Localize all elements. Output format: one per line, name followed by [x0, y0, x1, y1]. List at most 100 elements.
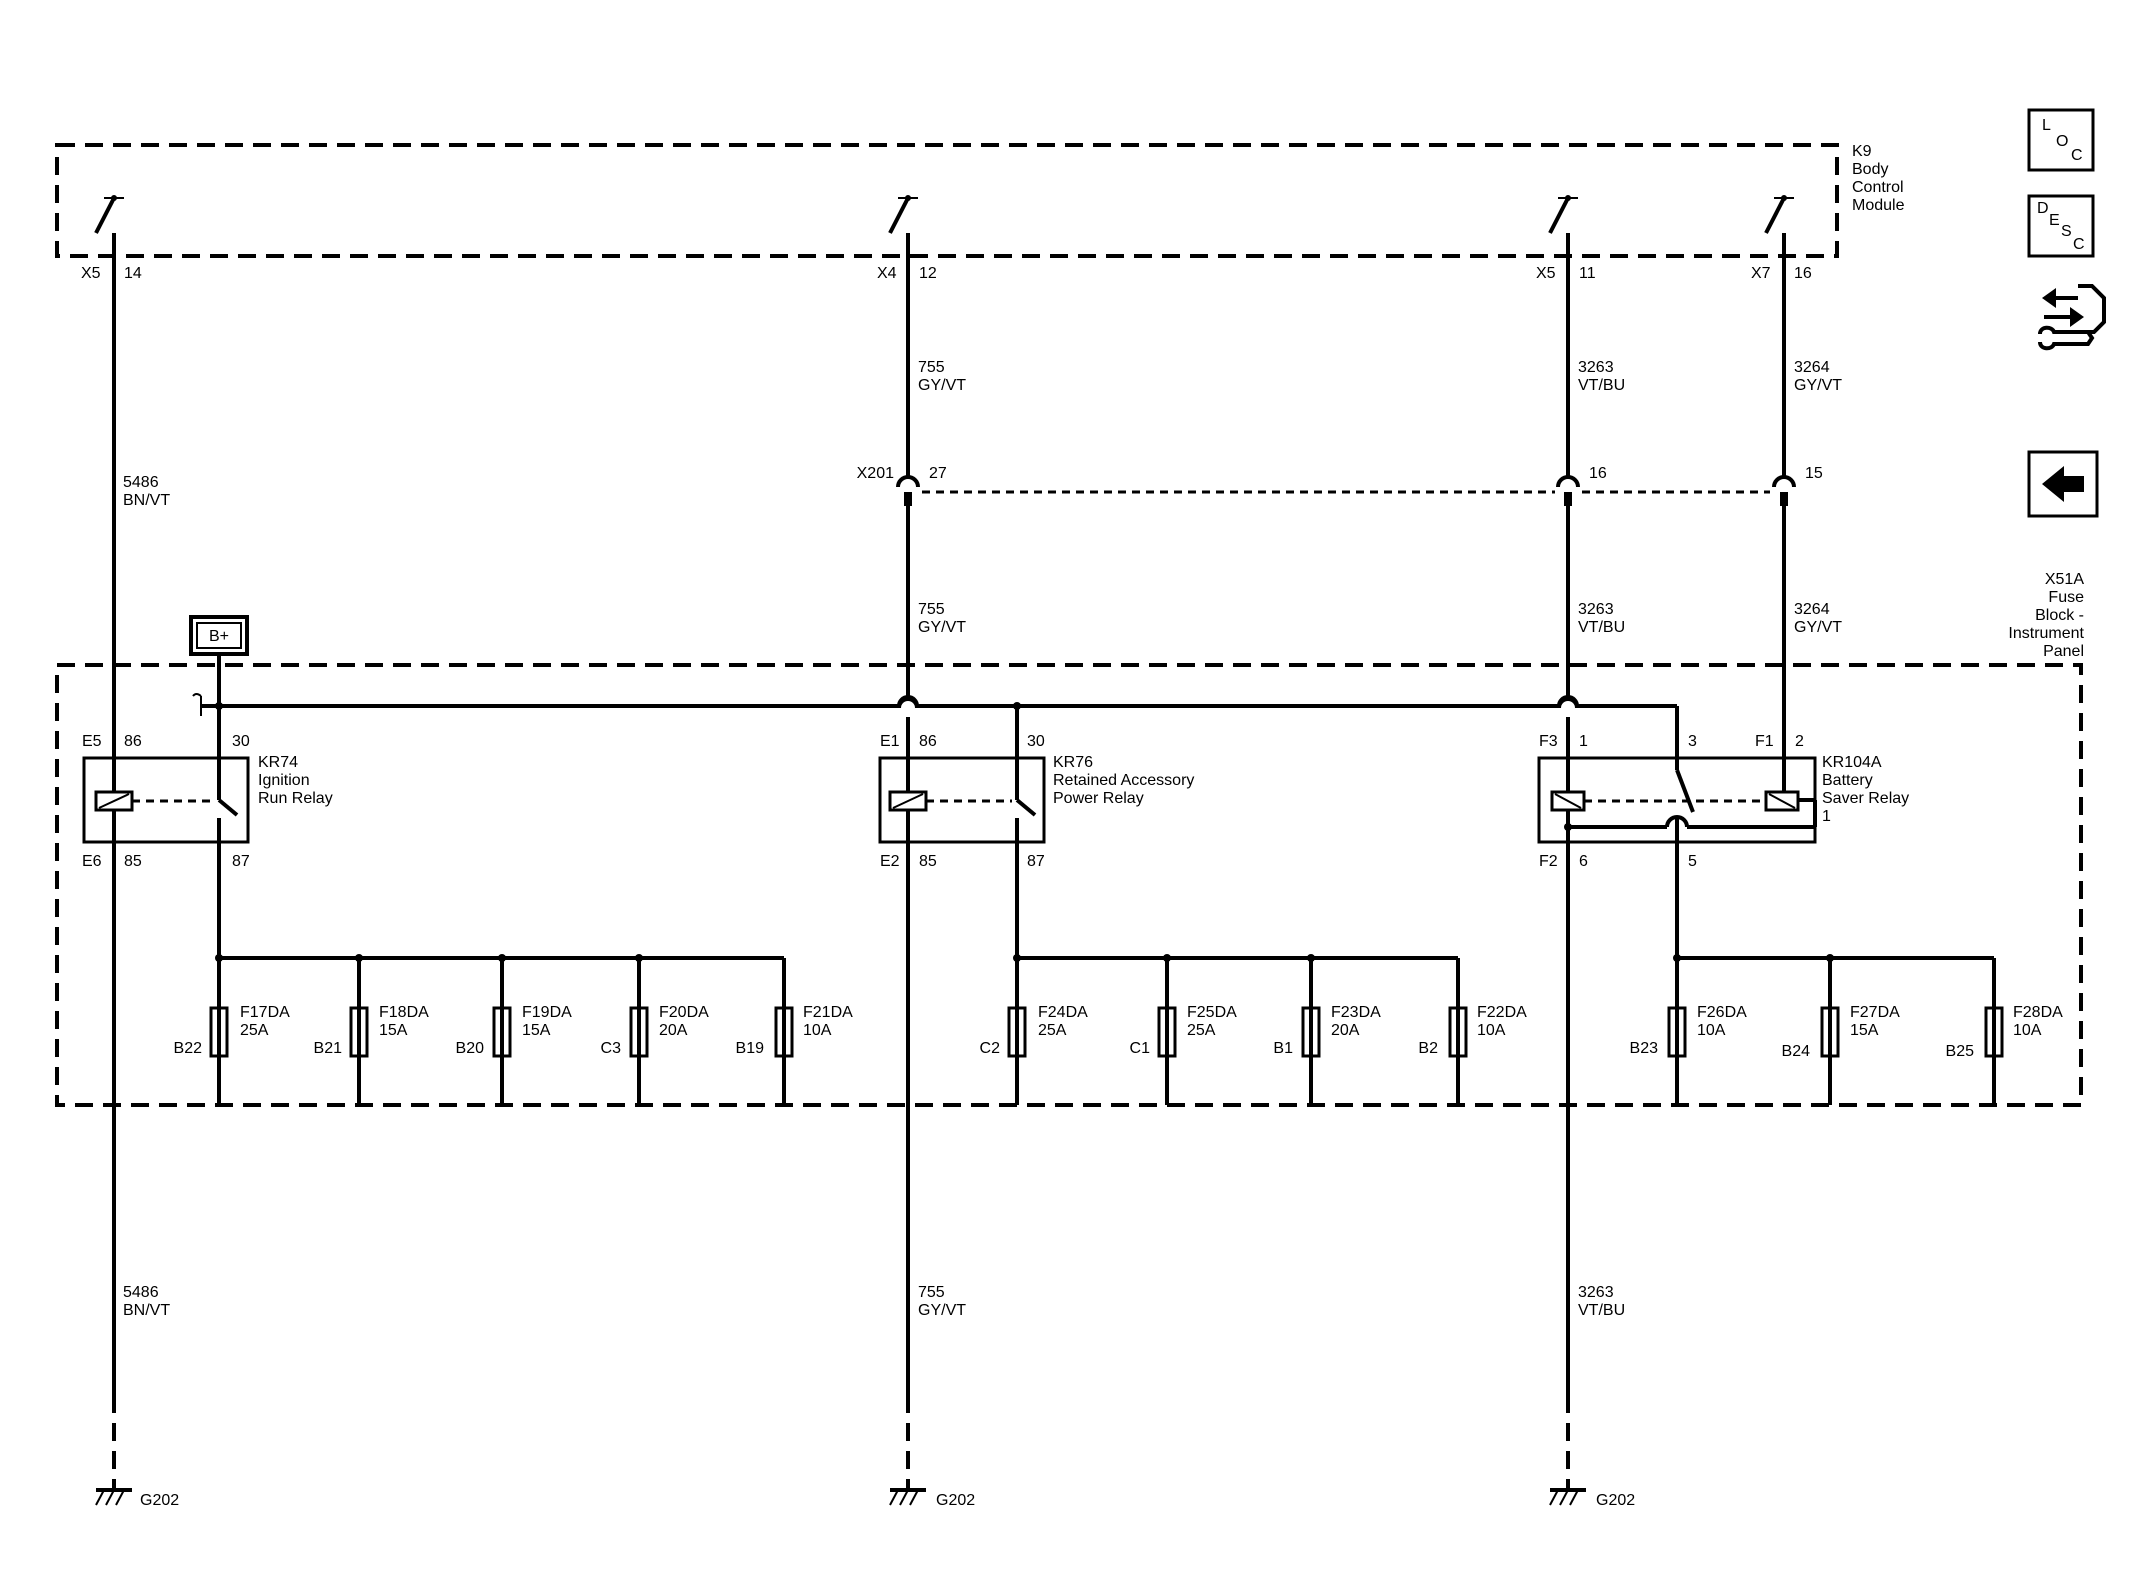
- fuse-f25da-rating: 25A: [1187, 1022, 1216, 1039]
- kr74-ref: KR74: [258, 754, 298, 771]
- wire-755-color-2: GY/VT: [918, 619, 966, 636]
- bcm-switch-2: [888, 195, 918, 234]
- kr76-pin-85: 85: [919, 853, 937, 870]
- bcm-pin-3-conn: X5: [1536, 265, 1556, 282]
- kr104a-pin-6: 6: [1579, 853, 1588, 870]
- wire-3263-color-3: VT/BU: [1578, 1302, 1625, 1319]
- kr104a-pin-5: 5: [1688, 853, 1697, 870]
- wire-3263-circuit-3: 3263: [1578, 1284, 1614, 1301]
- fuse-f28da-name: F28DA: [2013, 1004, 2063, 1021]
- kr104a-label-1: Battery: [1822, 772, 1873, 789]
- x201-pin-27: 27: [929, 465, 947, 482]
- fuse-f18da: F18DA 15A B21: [314, 958, 429, 1105]
- fuse-f24da-cavity: C2: [980, 1040, 1001, 1057]
- kr76-conn-bottom: E2: [880, 853, 900, 870]
- ground-3: G202: [1549, 1488, 1635, 1509]
- wire-3263-color-1: VT/BU: [1578, 377, 1625, 394]
- fuse-f23da-rating: 20A: [1331, 1022, 1360, 1039]
- wire-3264: 3264 GY/VT 3264 GY/VT: [1772, 233, 1842, 800]
- wire-5486-color-top: BN/VT: [123, 492, 170, 509]
- fuse-block-label-3: Instrument: [2008, 625, 2084, 642]
- fuse-f17da-name: F17DA: [240, 1004, 290, 1021]
- fuse-f26da-name: F26DA: [1697, 1004, 1747, 1021]
- relay-kr76: KR76 Retained Accessory Power Relay E1 8…: [878, 733, 1194, 958]
- x201-label: X201: [857, 465, 894, 482]
- wire-755-circuit-3: 755: [918, 1284, 945, 1301]
- wire-755-circuit-1: 755: [918, 359, 945, 376]
- wire-3263-circuit-1: 3263: [1578, 359, 1614, 376]
- desc-letter-e: E: [2049, 212, 2060, 229]
- back-arrow-icon: [2042, 466, 2084, 502]
- loc-letter-l: L: [2042, 117, 2051, 134]
- wire-3264-circuit-1: 3264: [1794, 359, 1830, 376]
- fuse-f28da: F28DA 10A B25: [1946, 958, 2063, 1105]
- fuse-f20da-cavity: C3: [601, 1040, 622, 1057]
- fuse-f21da-rating: 10A: [803, 1022, 832, 1039]
- fuse-f27da-rating: 15A: [1850, 1022, 1879, 1039]
- kr104a-label-3: 1: [1822, 808, 1831, 825]
- bcm-pin-4-num: 16: [1794, 265, 1812, 282]
- wire-5486: 5486 BN/VT 5486 BN/VT: [112, 233, 170, 1488]
- kr76-label-2: Power Relay: [1053, 790, 1144, 807]
- fuse-f21da-cavity: B19: [736, 1040, 765, 1057]
- bcm-pin-2-conn: X4: [877, 265, 897, 282]
- kr104a-conn-f3: F3: [1539, 733, 1558, 750]
- ground-2: G202: [889, 1488, 975, 1509]
- kr74-pin-87: 87: [232, 853, 250, 870]
- wire-5486-circuit-bottom: 5486: [123, 1284, 159, 1301]
- back-arrow-button[interactable]: [2027, 450, 2099, 518]
- kr104a-ref: KR104A: [1822, 754, 1882, 771]
- wire-755-circuit-2: 755: [918, 601, 945, 618]
- fuse-f26da-rating: 10A: [1697, 1022, 1726, 1039]
- relay-kr74: KR74 Ignition Run Relay E5 86 30 E6 85 8…: [82, 733, 333, 958]
- ground-2-label: G202: [936, 1492, 975, 1509]
- kr76-conn-top: E1: [880, 733, 900, 750]
- kr74-label-1: Ignition: [258, 772, 310, 789]
- relay-kr104a: KR104A Battery Saver Relay 1 F3 1 3 F1 2…: [1537, 733, 1909, 958]
- fuse-f28da-rating: 10A: [2013, 1022, 2042, 1039]
- fuse-bus-kr104a: [1673, 954, 1994, 962]
- bcm-pin-2-num: 12: [919, 265, 937, 282]
- fuse-f21da-name: F21DA: [803, 1004, 853, 1021]
- bcm-switch-1: [94, 195, 124, 234]
- kr74-label-2: Run Relay: [258, 790, 333, 807]
- bcm-ref: K9: [1852, 143, 1872, 160]
- fuse-f24da-name: F24DA: [1038, 1004, 1088, 1021]
- wire-3264-circuit-2: 3264: [1794, 601, 1830, 618]
- wire-5486-circuit-top: 5486: [123, 474, 159, 491]
- fuse-f25da: F25DA 25A C1: [1130, 958, 1237, 1105]
- wire-3264-color-1: GY/VT: [1794, 377, 1842, 394]
- ground-3-label: G202: [1596, 1492, 1635, 1509]
- fuse-f27da-cavity: B24: [1782, 1043, 1811, 1060]
- wire-3264-color-2: GY/VT: [1794, 619, 1842, 636]
- fuse-block-label-2: Block -: [2035, 607, 2084, 624]
- fuse-f22da-rating: 10A: [1477, 1022, 1506, 1039]
- kr104a-pin-1: 1: [1579, 733, 1588, 750]
- kr74-pin-30: 30: [232, 733, 250, 750]
- fuse-f17da: F17DA 25A B22: [174, 958, 290, 1105]
- bcm-pin-3-num: 11: [1579, 265, 1596, 282]
- fuse-f19da-cavity: B20: [456, 1040, 485, 1057]
- fuse-f21da: F21DA 10A B19: [736, 958, 853, 1105]
- fuse-f18da-name: F18DA: [379, 1004, 429, 1021]
- kr76-ref: KR76: [1053, 754, 1093, 771]
- bcm-switch-3: [1548, 195, 1578, 234]
- wire-5486-color-bottom: BN/VT: [123, 1302, 170, 1319]
- wire-3263: 3263 VT/BU 3263 VT/BU 3263 VT/BU: [1556, 233, 1625, 1488]
- battery-bus: B+: [189, 615, 1679, 800]
- kr74-pin-85: 85: [124, 853, 142, 870]
- x201-pin-15: 15: [1805, 465, 1823, 482]
- loc-button[interactable]: L O C: [2027, 108, 2095, 172]
- battery-label: B+: [209, 628, 229, 645]
- fuse-f26da: F26DA 10A B23: [1630, 958, 1747, 1105]
- kr74-conn-bottom: E6: [82, 853, 102, 870]
- fuse-f22da: F22DA 10A B2: [1418, 958, 1527, 1105]
- wire-755-color-1: GY/VT: [918, 377, 966, 394]
- fuse-f28da-cavity: B25: [1946, 1043, 1975, 1060]
- fuse-f19da-name: F19DA: [522, 1004, 572, 1021]
- bcm-label-1: Body: [1852, 161, 1888, 178]
- connector-end-view-icon[interactable]: [2038, 284, 2106, 351]
- kr74-pin-86: 86: [124, 733, 142, 750]
- desc-button[interactable]: D E S C: [2027, 194, 2095, 258]
